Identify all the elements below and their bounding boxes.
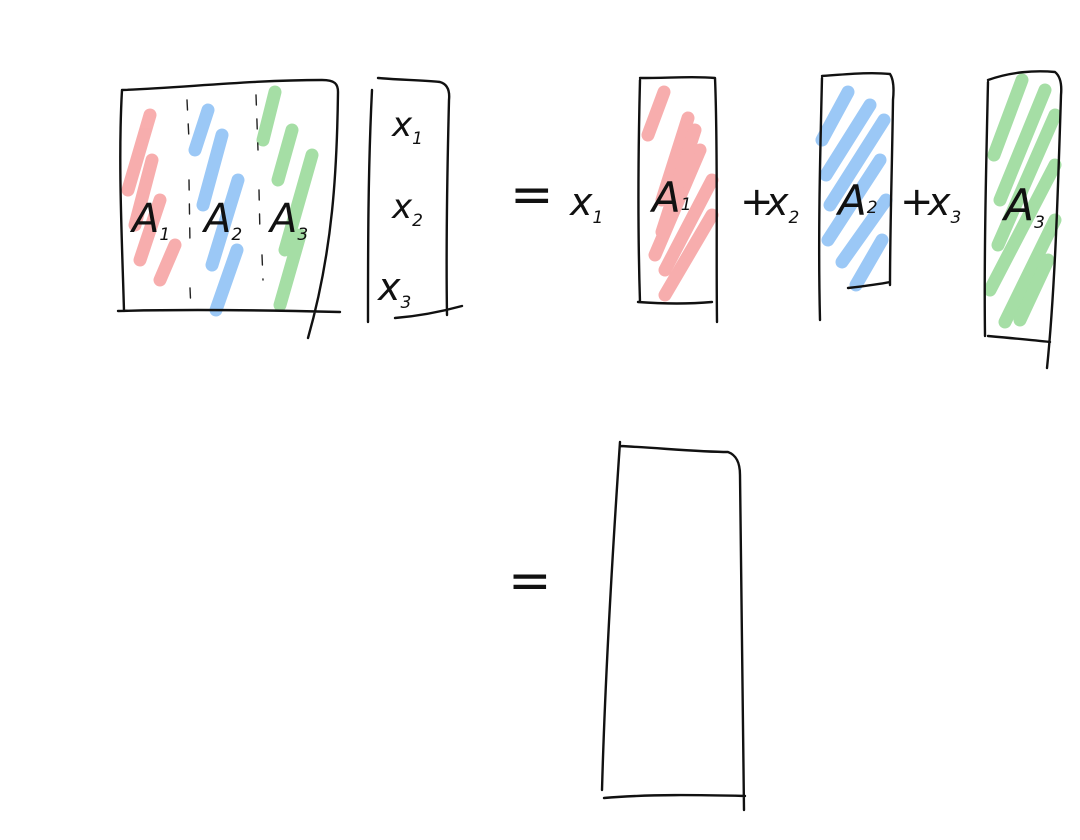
coefficient-3: x3 <box>927 180 961 228</box>
vector-x-frame <box>366 76 464 324</box>
equals-sign-2: = <box>508 551 552 611</box>
vector-x: x1 x2 x3 <box>366 76 464 324</box>
expansion: = x1 A1 + x2 <box>510 70 1063 370</box>
matrix-column-label-2: A2 <box>201 196 242 245</box>
column-3-frame <box>983 70 1063 370</box>
column-2-box-label: A2 <box>835 176 878 225</box>
column-1-box-label: A1 <box>649 173 692 222</box>
plus-sign-2: + <box>900 179 934 225</box>
coefficient-2: x2 <box>765 180 799 228</box>
equals-sign-1: = <box>510 165 554 225</box>
matrix-column-label-3: A3 <box>267 196 308 245</box>
result-vector-frame <box>600 440 747 812</box>
column-separator-2 <box>255 94 264 281</box>
matrix-a-frame <box>116 78 342 340</box>
column-2-box: A2 <box>815 71 895 322</box>
column-separator-1 <box>186 99 192 311</box>
matrix-column-label-1: A1 <box>129 196 170 245</box>
vector-entry-1: x1 <box>391 105 423 149</box>
column-3-hatching <box>256 85 319 312</box>
column-1-hatching <box>121 108 182 287</box>
column-3-box-label: A3 <box>1001 180 1045 233</box>
vector-entry-3: x3 <box>377 265 411 313</box>
result: = <box>508 440 747 812</box>
column-1-box: A1 <box>636 75 719 324</box>
column-1-frame <box>636 75 719 324</box>
plus-sign-1: + <box>740 179 774 225</box>
coefficient-1: x1 <box>569 180 603 228</box>
matrix-a: A1 A2 A3 <box>116 78 342 340</box>
column-2-frame <box>817 71 895 322</box>
column-3-box: A3 <box>983 70 1063 370</box>
vector-entry-2: x2 <box>391 187 423 231</box>
column-2-hatching <box>188 103 245 317</box>
